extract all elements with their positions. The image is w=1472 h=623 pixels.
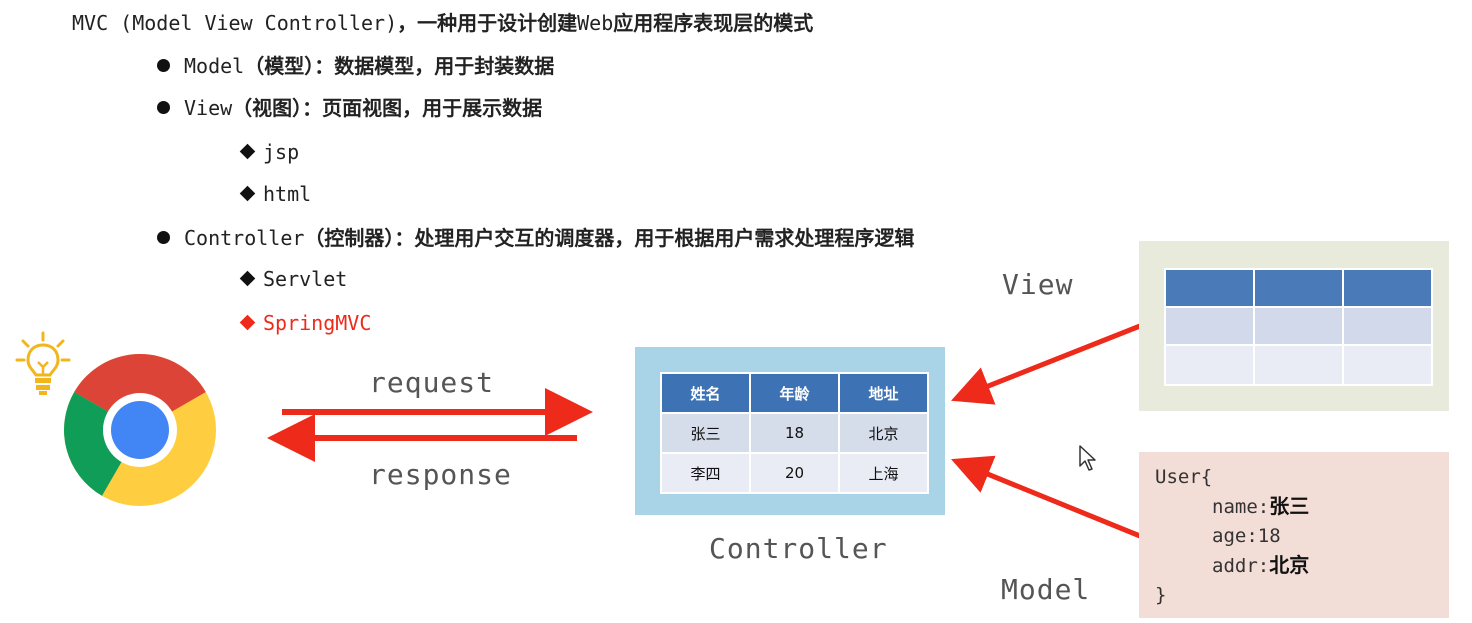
model-close: } [1155, 584, 1167, 606]
bullet-model-term: Model [184, 54, 245, 78]
sub-bullet-springmvc: SpringMVC [239, 311, 372, 335]
model-age-line: age:18 [1155, 522, 1309, 551]
model-addr-key: addr: [1212, 555, 1270, 577]
model-age-key: age: [1212, 525, 1258, 547]
response-label: response [369, 458, 512, 491]
page-heading: MVC (Model View Controller)，一种用于设计创建Web应… [72, 11, 813, 35]
table-header-cell: 地址 [838, 372, 929, 414]
bullet-model-desc: （模型）：数据模型，用于封装数据 [244, 54, 555, 78]
bullet-dot-icon [157, 231, 170, 244]
model-age-value: 18 [1257, 525, 1281, 547]
model-label: Model [1001, 573, 1091, 606]
bullet-dot-icon [157, 59, 170, 72]
model-box [1139, 452, 1449, 618]
model-name-key: name: [1212, 496, 1270, 518]
sub-bullet-jsp-label: jsp [263, 140, 300, 164]
mouse-cursor-icon [1079, 445, 1096, 471]
table-header-cell: 年龄 [749, 372, 840, 414]
model-addr-line: addr:北京 [1155, 551, 1309, 581]
table-cell: 北京 [838, 412, 929, 454]
table-cell: 李四 [660, 452, 751, 494]
heading-web: Web [577, 11, 614, 35]
request-label: request [369, 366, 495, 399]
lightbulb-icon [15, 331, 71, 395]
bullet-view-desc: （视图）：页面视图，用于展示数据 [232, 96, 543, 120]
bullet-model: Model（模型）：数据模型，用于封装数据 [157, 54, 554, 78]
model-addr-value: 北京 [1269, 553, 1310, 577]
model-name-line: name:张三 [1155, 492, 1309, 522]
bullet-view-term: View [184, 96, 233, 120]
table-cell: 张三 [660, 412, 751, 454]
view-to-controller-arrow [951, 323, 1141, 405]
table-cell: 20 [749, 452, 840, 494]
view-table-illustration [1164, 268, 1433, 386]
sub-bullet-html: html [239, 182, 312, 206]
controller-label: Controller [709, 532, 888, 565]
bullet-controller-term: Controller [184, 226, 305, 250]
table-row: 张三 18 北京 [660, 412, 929, 454]
sub-bullet-servlet: Servlet [239, 267, 348, 291]
sub-bullet-html-label: html [263, 182, 312, 206]
sub-bullet-springmvc-label: SpringMVC [263, 311, 372, 335]
table-row: 李四 20 上海 [660, 452, 929, 494]
bullet-controller: Controller（控制器）：处理用户交互的调度器，用于根据用户需求处理程序逻… [157, 226, 914, 250]
chrome-icon [64, 354, 216, 506]
model-object-code: User{ name:张三 age:18 addr:北京 } [1155, 463, 1309, 610]
table-header-row: 姓名 年龄 地址 [660, 372, 929, 414]
view-label: View [1002, 268, 1074, 301]
sub-bullet-servlet-label: Servlet [263, 267, 348, 291]
sub-bullet-jsp: jsp [239, 140, 300, 164]
table-header-cell: 姓名 [660, 372, 751, 414]
table-cell: 18 [749, 412, 840, 454]
heading-mvc: MVC (Model View Controller) [72, 11, 398, 35]
controller-table: 姓名 年龄 地址 张三 18 北京 李四 20 上海 [660, 372, 929, 494]
bullet-controller-desc: （控制器）：处理用户交互的调度器，用于根据用户需求处理程序逻辑 [304, 226, 915, 250]
bullet-view: View（视图）：页面视图，用于展示数据 [157, 96, 542, 120]
model-open: User{ [1155, 466, 1213, 488]
table-cell: 上海 [838, 452, 929, 494]
heading-desc-1: ，一种用于设计创建 [397, 11, 578, 35]
heading-desc-2: 应用程序表现层的模式 [613, 11, 814, 35]
model-to-controller-arrow [951, 455, 1141, 539]
bullet-dot-icon [157, 101, 170, 114]
model-name-value: 张三 [1269, 494, 1310, 518]
